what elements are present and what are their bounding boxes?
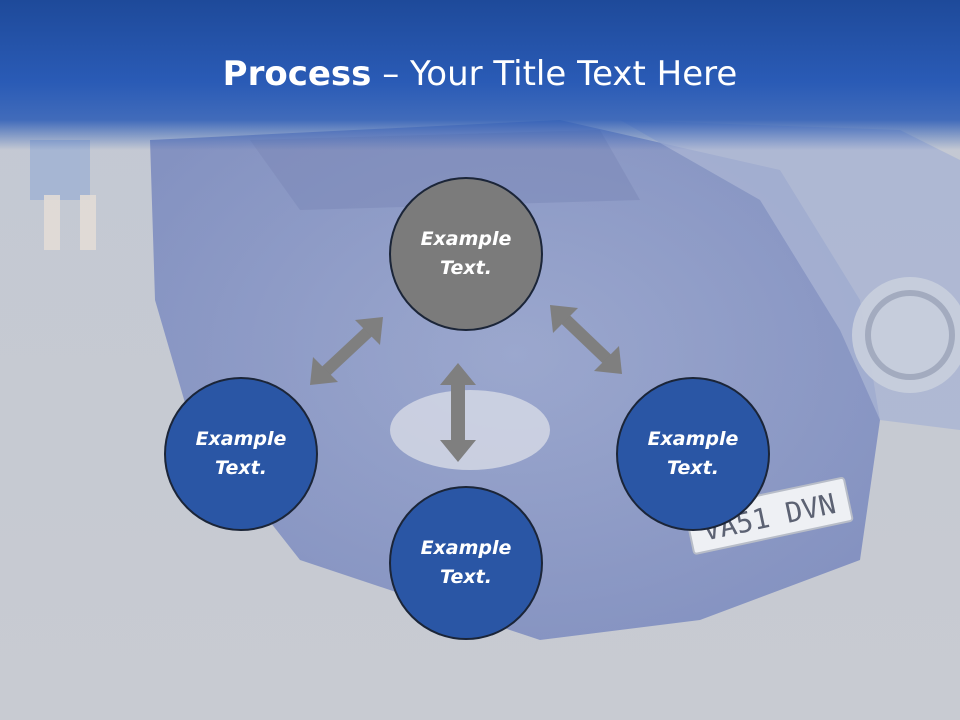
circle-text-line-1: Example [647,428,739,450]
circle-text-line-2: Text. [440,566,492,588]
slide-title: Process – Your Title Text Here [0,52,960,96]
circle-text-line-2: Text. [440,257,492,279]
circle-text-line-1: Example [420,228,512,250]
circle-text-line-2: Text. [215,457,267,479]
title-dash: – [371,54,411,94]
title-bold: Process [222,54,372,94]
title-rest: Your Title Text Here [410,54,738,94]
circle-text-line-2: Text. [667,457,719,479]
circle-text-line-1: Example [195,428,287,450]
title-band [0,0,960,150]
circle-text-line-1: Example [420,537,512,559]
